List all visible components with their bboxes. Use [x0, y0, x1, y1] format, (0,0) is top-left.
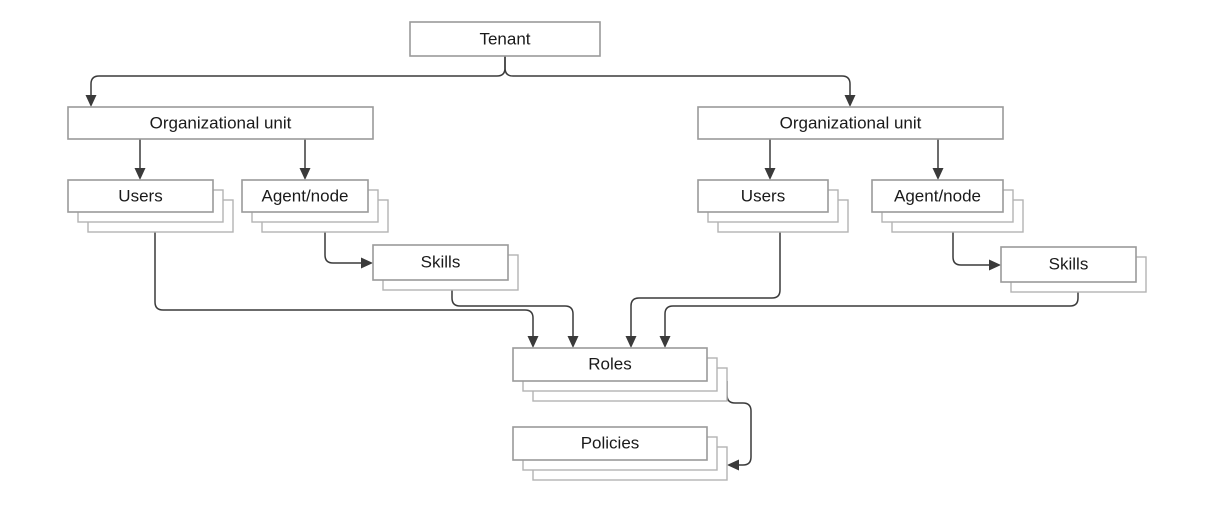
skills-left-box[interactable]	[372, 244, 509, 281]
node-agent-node-right[interactable]: Agent/node	[871, 179, 1024, 233]
org-unit-left-box[interactable]	[67, 106, 374, 140]
edge-org-unit-right-to-users-right	[764, 139, 776, 180]
edge-tenant-to-org-unit-left	[85, 56, 506, 107]
edge-agent-node-left-to-skills-left	[324, 232, 373, 269]
edge-roles-to-policies	[726, 381, 752, 471]
node-org-unit-right[interactable]: Organizational unit	[697, 106, 1004, 140]
org-unit-right-box[interactable]	[697, 106, 1004, 140]
node-roles[interactable]: Roles	[512, 347, 728, 402]
skills-left-label: Skills	[421, 252, 461, 271]
org-unit-right-label: Organizational unit	[780, 113, 922, 132]
tenant-box[interactable]	[409, 21, 601, 57]
node-skills-left[interactable]: Skills	[372, 244, 519, 291]
policies-label: Policies	[581, 433, 640, 452]
org-unit-left-label: Organizational unit	[150, 113, 292, 132]
users-right-label: Users	[741, 186, 785, 205]
edge-users-right-to-roles	[625, 232, 781, 348]
edge-agent-node-right-to-skills-right	[952, 232, 1001, 271]
users-left-box[interactable]	[67, 179, 214, 213]
node-users-right[interactable]: Users	[697, 179, 849, 233]
agent-node-left-box[interactable]	[241, 179, 369, 213]
node-agent-node-left[interactable]: Agent/node	[241, 179, 389, 233]
policies-box[interactable]	[512, 426, 708, 461]
agent-node-left-label: Agent/node	[262, 186, 349, 205]
node-org-unit-left[interactable]: Organizational unit	[67, 106, 374, 140]
skills-right-label: Skills	[1049, 254, 1089, 273]
edge-users-left-to-roles	[154, 232, 539, 348]
edge-skills-right-to-roles	[659, 292, 1079, 348]
users-left-label: Users	[118, 186, 162, 205]
roles-label: Roles	[588, 354, 631, 373]
skills-right-box[interactable]	[1000, 246, 1137, 283]
users-right-box[interactable]	[697, 179, 829, 213]
edge-org-unit-left-to-users-left	[134, 139, 146, 180]
edge-org-unit-left-to-agent-node-left	[299, 139, 311, 180]
tenant-label: Tenant	[479, 29, 530, 48]
edge-tenant-to-org-unit-right	[504, 56, 856, 107]
node-skills-right[interactable]: Skills	[1000, 246, 1147, 293]
node-users-left[interactable]: Users	[67, 179, 234, 233]
node-tenant[interactable]: Tenant	[409, 21, 601, 57]
agent-node-right-box[interactable]	[871, 179, 1004, 213]
edge-skills-left-to-roles	[451, 290, 579, 348]
agent-node-right-label: Agent/node	[894, 186, 981, 205]
edge-layer	[85, 56, 1079, 471]
edge-org-unit-right-to-agent-node-right	[932, 139, 944, 180]
roles-box[interactable]	[512, 347, 708, 382]
node-policies[interactable]: Policies	[512, 426, 728, 481]
